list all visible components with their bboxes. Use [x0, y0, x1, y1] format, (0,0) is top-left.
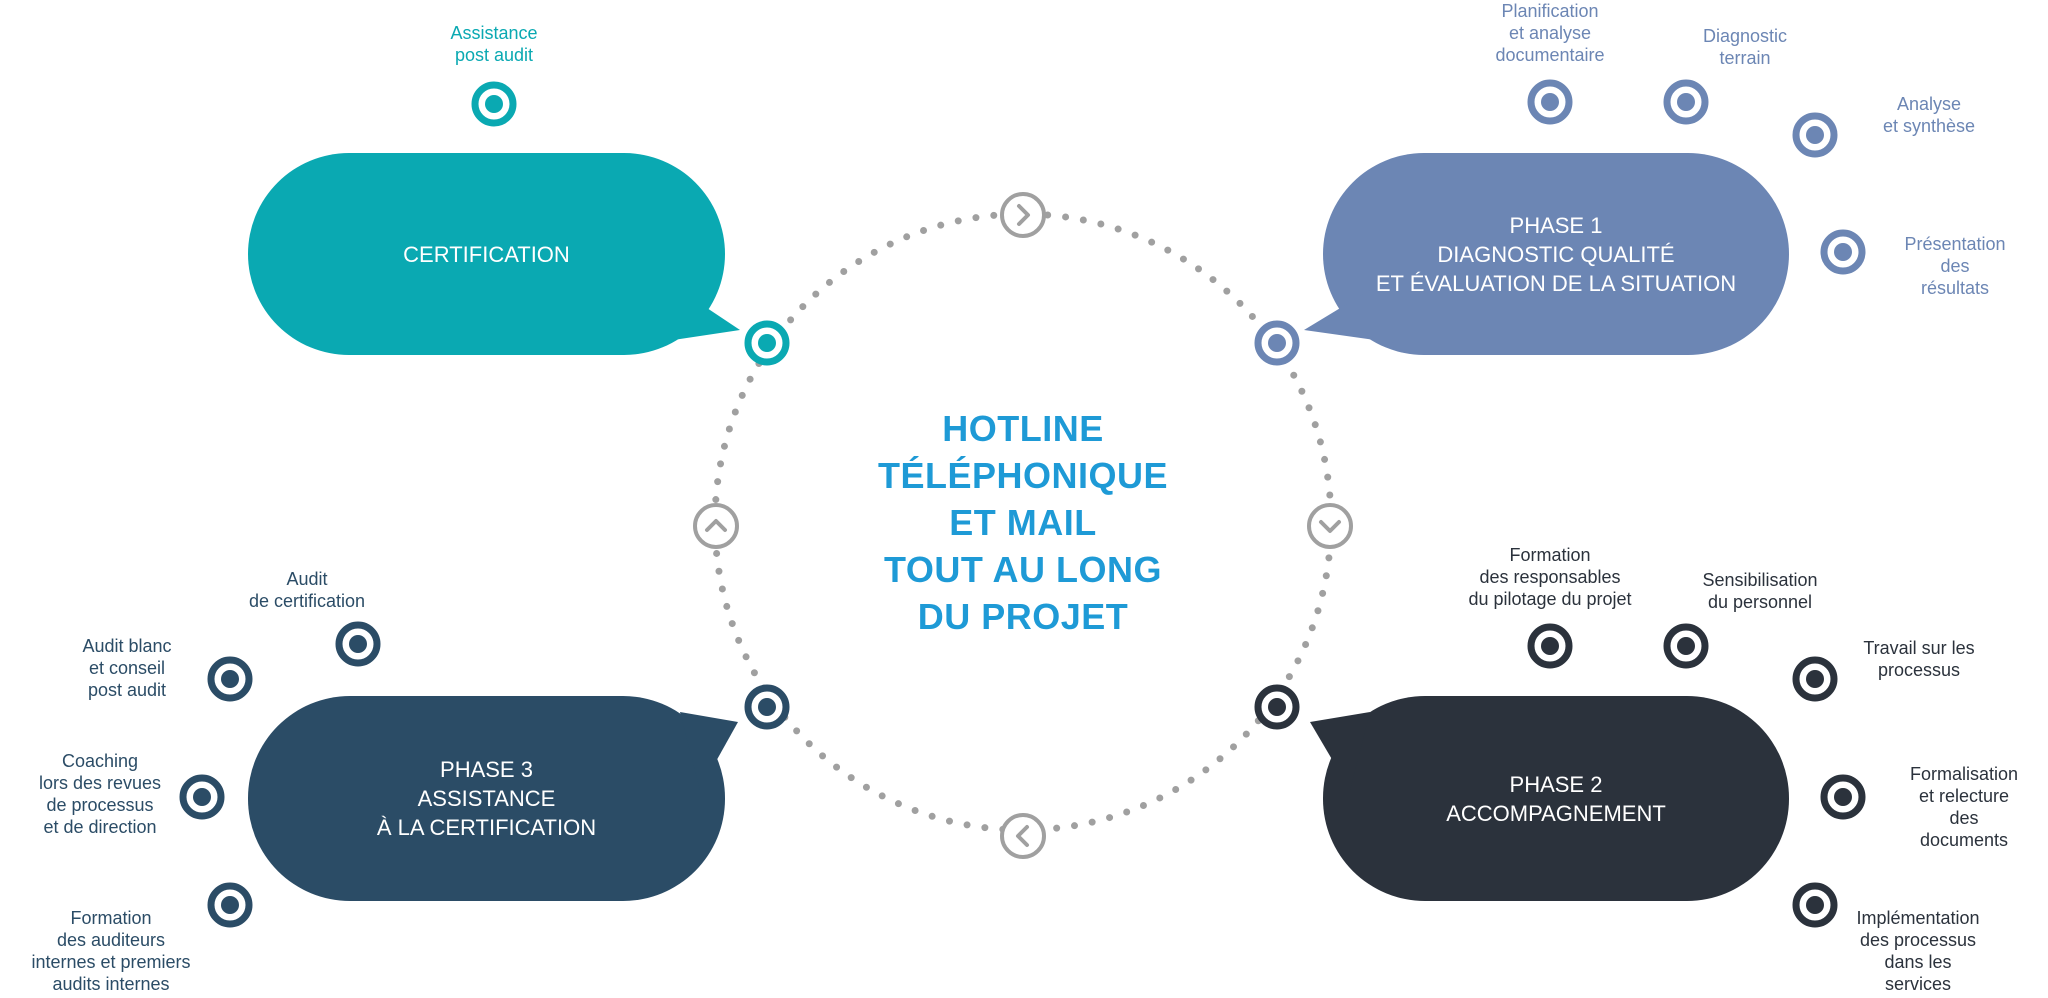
- certification-title: CERTIFICATION: [403, 241, 570, 267]
- step-label: Formalisation et relecture des documents: [1909, 764, 2019, 850]
- step-label: Audit de certification: [248, 569, 366, 611]
- step-label: Présentation des résultats: [1904, 234, 2006, 298]
- step-target-icon: [339, 625, 377, 663]
- step-target-icon: [1531, 627, 1569, 665]
- phase2-title: PHASE 2 ACCOMPAGNEMENT: [1446, 771, 1666, 826]
- step-label: Diagnostic terrain: [1702, 26, 1788, 68]
- phase3-ring-node-icon: [748, 688, 786, 726]
- step-target-icon: [475, 85, 513, 123]
- chevron-down-icon: [1307, 503, 1353, 549]
- phase1-bubble: [1304, 153, 1789, 355]
- step-label: Audit blanc et conseil post audit: [82, 636, 172, 700]
- step-label: Formation des auditeurs internes et prem…: [31, 908, 191, 994]
- chevron-up-icon: [693, 503, 739, 549]
- step-label: Planification et analyse documentaire: [1495, 1, 1605, 65]
- chevron-right-icon: [1000, 192, 1046, 238]
- phase1-ring-node-icon: [1258, 324, 1296, 362]
- step-target-icon: [1824, 233, 1862, 271]
- step-target-icon: [1796, 116, 1834, 154]
- phase1-title: PHASE 1 DIAGNOSTIC QUALITÉ ET ÉVALUATION…: [1375, 212, 1737, 296]
- step-label: Analyse et synthèse: [1882, 94, 1976, 136]
- hotline-center-text: HOTLINE TÉLÉPHONIQUE ET MAIL TOUT AU LON…: [877, 408, 1169, 637]
- step-target-icon: [1667, 627, 1705, 665]
- phase3-bubble: [248, 696, 738, 901]
- step-label: Implémentation des processus dans les se…: [1856, 908, 1980, 994]
- certification-bubble: [248, 153, 740, 355]
- step-label: Assistance post audit: [450, 23, 538, 65]
- step-label: Travail sur les processus: [1863, 638, 1975, 680]
- phase3-title: PHASE 3 ASSISTANCE À LA CERTIFICATION: [376, 757, 597, 840]
- step-target-icon: [211, 660, 249, 698]
- step-target-icon: [211, 886, 249, 924]
- step-target-icon: [183, 778, 221, 816]
- step-target-icon: [1796, 660, 1834, 698]
- step-target-icon: [1531, 83, 1569, 121]
- step-target-icon: [1667, 83, 1705, 121]
- phase2-bubble: [1310, 696, 1789, 901]
- step-target-icon: [1796, 886, 1834, 924]
- step-label: Formation des responsables du pilotage d…: [1468, 545, 1632, 609]
- step-label: Sensibilisation du personnel: [1702, 570, 1818, 612]
- phase2-ring-node-icon: [1258, 688, 1296, 726]
- step-target-icon: [1824, 778, 1862, 816]
- step-label: Coaching lors des revues de processus et…: [38, 751, 162, 837]
- chevron-left-icon: [1000, 813, 1046, 859]
- certification-ring-node-icon: [748, 324, 786, 362]
